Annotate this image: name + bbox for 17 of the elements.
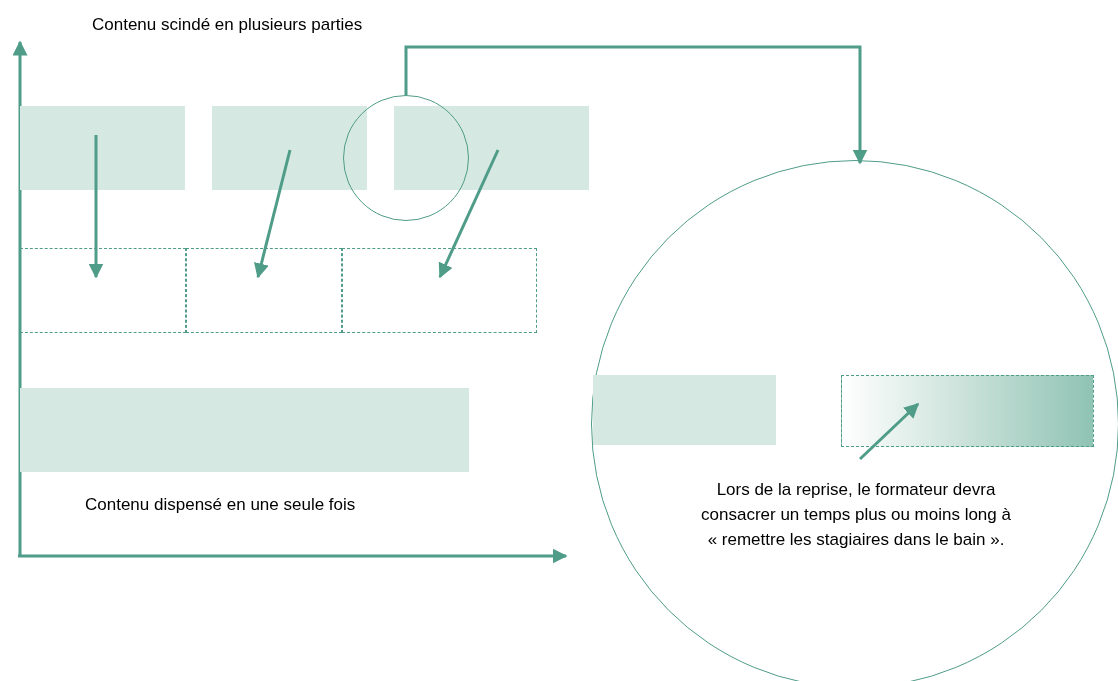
content-block — [212, 106, 367, 190]
axis-caption: Contenu dispensé en une seule fois — [85, 494, 356, 516]
arrow — [88, 135, 104, 279]
dashed-block — [342, 248, 537, 333]
content-block — [593, 375, 776, 445]
content-block — [20, 106, 185, 190]
gradient-block — [841, 375, 1094, 447]
content-block — [394, 106, 589, 190]
content-block — [20, 388, 469, 472]
dashed-block — [20, 248, 186, 333]
arrow — [254, 149, 292, 279]
dashed-block — [186, 248, 342, 333]
arrow — [858, 402, 920, 461]
arrow — [404, 45, 868, 165]
callout-text: Lors de la reprise, le formateur devra consacrer un temps plus ou moins long à « remettre les stagiaires dans le bain ». — [701, 459, 1011, 579]
axis-caption: Contenu scindé en plusieurs parties — [92, 14, 363, 36]
arrow — [438, 149, 500, 279]
